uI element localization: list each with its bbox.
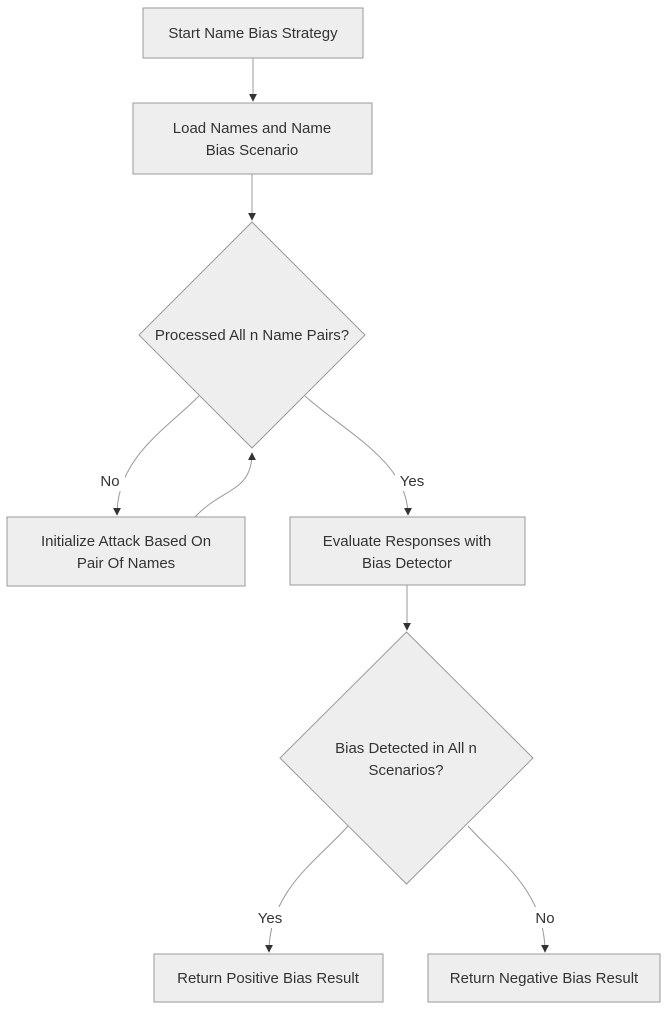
node-init-attack-box: [6, 516, 246, 587]
node-decision-pairs-diamond: [138, 221, 366, 449]
edge-decision-bias-no: [467, 825, 549, 953]
node-return-positive-label: Return Positive Bias Result: [177, 970, 360, 987]
edge-decision-pairs-yes: [304, 395, 412, 516]
node-return-positive: Return Positive Bias Result: [153, 953, 384, 1003]
node-init-attack-label-line1: Initialize Attack Based On: [41, 533, 211, 550]
edge-label-bg: [530, 907, 560, 928]
node-evaluate-label-line2: Bias Detector: [362, 555, 452, 572]
edge-label-text: No: [100, 473, 119, 490]
edge-label-bg: [253, 907, 287, 928]
node-decision-bias-label-line2: Scenarios?: [368, 762, 443, 779]
node-decision-pairs: Processed All n Name Pairs?: [138, 221, 366, 449]
node-start: Start Name Bias Strategy: [142, 7, 364, 59]
node-return-negative-label: Return Negative Bias Result: [450, 970, 639, 987]
edge-decision-pairs-no: [113, 395, 200, 516]
edge-label-no2: No: [530, 907, 560, 928]
node-init-attack-label-line2: Pair Of Names: [77, 555, 175, 572]
edge-label-text: No: [535, 910, 554, 927]
node-load-names-box: [132, 102, 373, 175]
node-return-positive-box: [153, 953, 384, 1003]
node-return-negative: Return Negative Bias Result: [427, 953, 661, 1003]
node-load-names-label-line1: Load Names and Name: [173, 120, 331, 137]
edge-label-text: Yes: [258, 910, 282, 927]
node-decision-bias-diamond: [279, 631, 534, 885]
edge-init-loopback: [194, 452, 256, 518]
node-decision-pairs-label: Processed All n Name Pairs?: [155, 327, 349, 344]
node-evaluate-box: [289, 516, 526, 586]
node-start-box: [142, 7, 364, 59]
node-init-attack: Initialize Attack Based On Pair Of Names: [6, 516, 246, 587]
edge-label-text: Yes: [400, 473, 424, 490]
node-return-negative-box: [427, 953, 661, 1003]
node-evaluate-label-line1: Evaluate Responses with: [323, 533, 491, 550]
node-decision-bias: Bias Detected in All n Scenarios?: [279, 631, 534, 885]
edge-label-no1: No: [95, 470, 125, 491]
edge-label-bg: [95, 470, 125, 491]
node-load-names-label-line2: Bias Scenario: [206, 142, 299, 159]
edge-label-yes1: Yes: [395, 470, 429, 491]
node-load-names: Load Names and Name Bias Scenario: [132, 102, 373, 175]
node-evaluate: Evaluate Responses with Bias Detector: [289, 516, 526, 586]
edge-label-yes2: Yes: [253, 907, 287, 928]
edge-decision-bias-yes: [265, 825, 349, 953]
edge-label-bg: [395, 470, 429, 491]
node-start-label: Start Name Bias Strategy: [168, 25, 338, 42]
node-decision-bias-label-line1: Bias Detected in All n: [335, 740, 477, 757]
